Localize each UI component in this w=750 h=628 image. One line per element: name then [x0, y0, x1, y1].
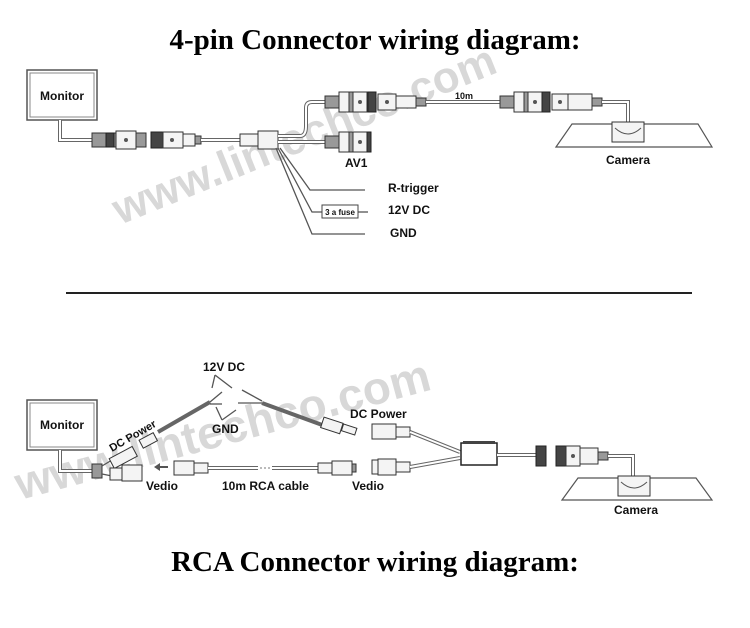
- monitor-video-label: Vedio: [146, 479, 178, 493]
- fuse-label: 3 a fuse: [325, 208, 355, 217]
- monitor-dc-power-plug: [101, 432, 159, 470]
- extension-connector-left: [377, 93, 427, 111]
- rca-cable: [154, 460, 357, 476]
- av1-label: AV1: [345, 156, 368, 170]
- camera-dc-power-socket: [371, 423, 411, 440]
- power-wires: 3 a fuse: [275, 147, 368, 235]
- camera-connector-rca: [535, 445, 609, 467]
- monitor-4pin: Monitor: [26, 69, 98, 121]
- monitor-label-rca: Monitor: [40, 418, 84, 432]
- camera-label-rca: Camera: [614, 503, 658, 517]
- camera-dc-power-label: DC Power: [350, 407, 407, 421]
- dc-power-cable: [157, 389, 326, 434]
- monitor-rca: Monitor: [26, 399, 98, 451]
- 12v-dc-label: 12V DC: [388, 203, 430, 217]
- gnd-label: GND: [390, 226, 417, 240]
- splitter-block: [239, 130, 279, 150]
- camera-connector-4pin: [551, 93, 603, 111]
- av1-connector: [324, 131, 372, 153]
- cable-length-label: 10m: [455, 91, 473, 101]
- monitor-label: Monitor: [40, 89, 84, 103]
- rtrigger-label: R-trigger: [388, 181, 439, 195]
- av-connector-upper: [324, 91, 377, 113]
- camera-label: Camera: [606, 153, 650, 167]
- dc-power-plug-camera-side: [320, 416, 358, 436]
- camera-rca: Camera: [560, 475, 714, 517]
- rca-gnd-label: GND: [212, 422, 239, 436]
- 4pin-diagram-title: 4-pin Connector wiring diagram:: [169, 24, 581, 56]
- 4pin-connector-female: [150, 131, 202, 149]
- camera-video-socket: [371, 458, 411, 476]
- rca-splitter-block: [460, 441, 498, 466]
- 4pin-connector-male: [91, 130, 147, 150]
- monitor-video-plug: [101, 464, 143, 482]
- rca-12v-dc-label: 12V DC: [203, 360, 245, 374]
- rca-diagram-title: RCA Connector wiring diagram:: [171, 546, 579, 578]
- camera-4pin: Camera: [554, 121, 714, 167]
- camera-video-label: Vedio: [352, 479, 384, 493]
- rca-cable-label: 10m RCA cable: [222, 479, 309, 493]
- extension-connector-right: [499, 91, 551, 113]
